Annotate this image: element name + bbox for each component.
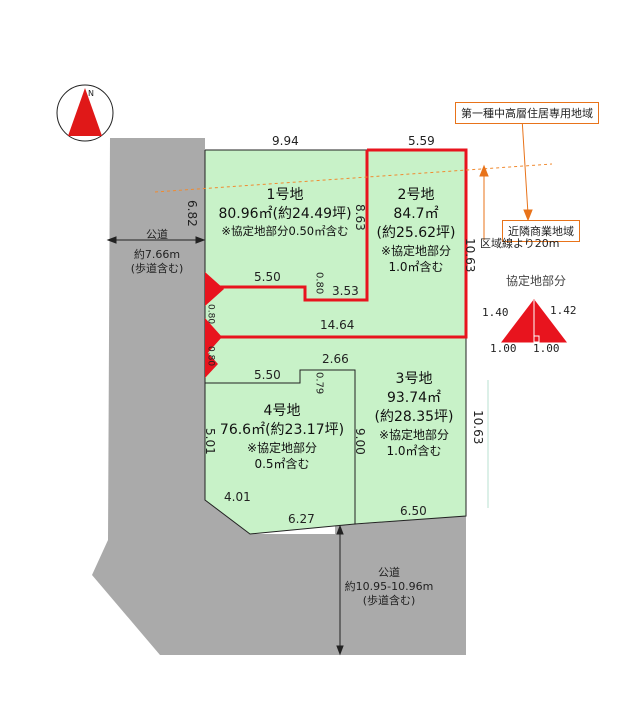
dim-5-01: 5.01	[203, 428, 217, 455]
left-public-road	[92, 138, 466, 655]
lot-1-strip-fill	[205, 287, 367, 337]
lot-2-note: ※協定地部分	[380, 243, 452, 258]
lot-3-note: ※協定地部分	[378, 427, 450, 442]
lot-2-note2: 1.0㎡含む	[388, 259, 444, 274]
lot-3-tsubo: (約28.35坪)	[374, 408, 454, 425]
lot-2-fill	[367, 150, 466, 337]
agreement-legend-diagram	[500, 299, 568, 343]
lot-2-tsubo: (約25.62坪)	[376, 224, 456, 241]
lot-1-name: 1号地	[266, 187, 304, 203]
left-road-note: (歩道含む)	[130, 261, 184, 275]
lot-1-note: ※協定地部分0.50㎡含む	[221, 223, 349, 238]
dim-4-01: 4.01	[224, 490, 251, 504]
bottom-road-title: 公道	[378, 566, 400, 579]
north-arrow-icon: N	[56, 84, 114, 142]
lot-3-note2: 1.0㎡含む	[386, 443, 442, 458]
legend-1-00-left: 1.00	[490, 342, 517, 355]
dim-9-94: 9.94	[272, 134, 299, 148]
zone-arrows	[479, 117, 533, 240]
lot-4-note2: 0.5㎡含む	[254, 456, 310, 471]
agreement-triangles	[205, 272, 224, 378]
lot-3-fill	[355, 337, 466, 524]
lot-4-area: 76.6㎡(約23.17坪)	[219, 421, 345, 438]
dim-6-50: 6.50	[400, 504, 427, 518]
left-road-label: 公道 約7.66m (歩道含む)	[112, 228, 202, 275]
zone-upper-label: 第一種中高層住居専用地域	[455, 102, 599, 124]
lot-3-area: 93.74㎡	[386, 389, 442, 406]
lot-4-label: 4号地 76.6㎡(約23.17坪) ※協定地部分 0.5㎡含む	[212, 402, 352, 472]
dim-10-63-lower: 10.63	[471, 410, 485, 445]
lot-area	[205, 150, 466, 534]
zone-lower-label: 近隣商業地域	[502, 220, 580, 242]
agreement-legend-title: 協定地部分	[506, 274, 567, 288]
lot-2-area: 84.7㎡	[393, 205, 439, 222]
lot-4-fill	[205, 337, 367, 534]
north-label: N	[88, 89, 94, 98]
dim-5-59: 5.59	[408, 134, 435, 148]
dim-5-50-lower: 5.50	[254, 368, 281, 382]
lot-2-name: 2号地	[397, 187, 435, 203]
lot-2-highlight-border	[210, 148, 468, 339]
dim-5-50-upper: 5.50	[254, 270, 281, 284]
dim-14-64: 14.64	[320, 318, 355, 332]
lot-3-label: 3号地 93.74㎡ (約28.35坪) ※協定地部分 1.0㎡含む	[364, 370, 464, 459]
bottom-road-note: (歩道含む)	[362, 593, 416, 607]
legend-1-42: 1.42	[550, 304, 577, 317]
lot-1-fill	[205, 150, 367, 300]
dim-8-63: 8.63	[353, 204, 367, 231]
dim-6-82: 6.82	[185, 200, 199, 227]
dim-0-80-a: 0.80	[313, 272, 325, 295]
dim-9-00: 9.00	[353, 428, 367, 455]
bottom-road-label: 公道 約10.95-10.96m (歩道含む)	[334, 566, 444, 607]
lot-1-area: 80.96㎡(約24.49坪)	[218, 205, 352, 222]
dim-0-80-b: 0.80	[205, 304, 216, 325]
legend-1-00-right: 1.00	[533, 342, 560, 355]
zone-boundary-line	[154, 163, 553, 193]
dim-0-79: 0.79	[313, 372, 325, 395]
bottom-road-width: 約10.95-10.96m	[344, 579, 434, 593]
lot-4-name: 4号地	[263, 403, 301, 419]
lot-4-note: ※協定地部分	[246, 440, 318, 455]
road-width-arrows	[106, 236, 344, 656]
dim-10-63-upper: 10.63	[463, 238, 477, 273]
dim-0-80-c: 0.80	[205, 346, 216, 367]
lot-2-label: 2号地 84.7㎡ (約25.62坪) ※協定地部分 1.0㎡含む	[370, 186, 462, 275]
legend-1-40: 1.40	[482, 306, 509, 319]
left-road-title: 公道	[146, 228, 168, 241]
dim-2-66: 2.66	[322, 352, 349, 366]
zone-boundary-note: 区域線より20m	[480, 237, 560, 250]
dim-6-27: 6.27	[288, 512, 315, 526]
left-road-width: 約7.66m	[133, 247, 181, 261]
dim-3-53: 3.53	[332, 284, 359, 298]
lot-1-label: 1号地 80.96㎡(約24.49坪) ※協定地部分0.50㎡含む	[210, 186, 360, 239]
lot-3-name: 3号地	[395, 371, 433, 387]
